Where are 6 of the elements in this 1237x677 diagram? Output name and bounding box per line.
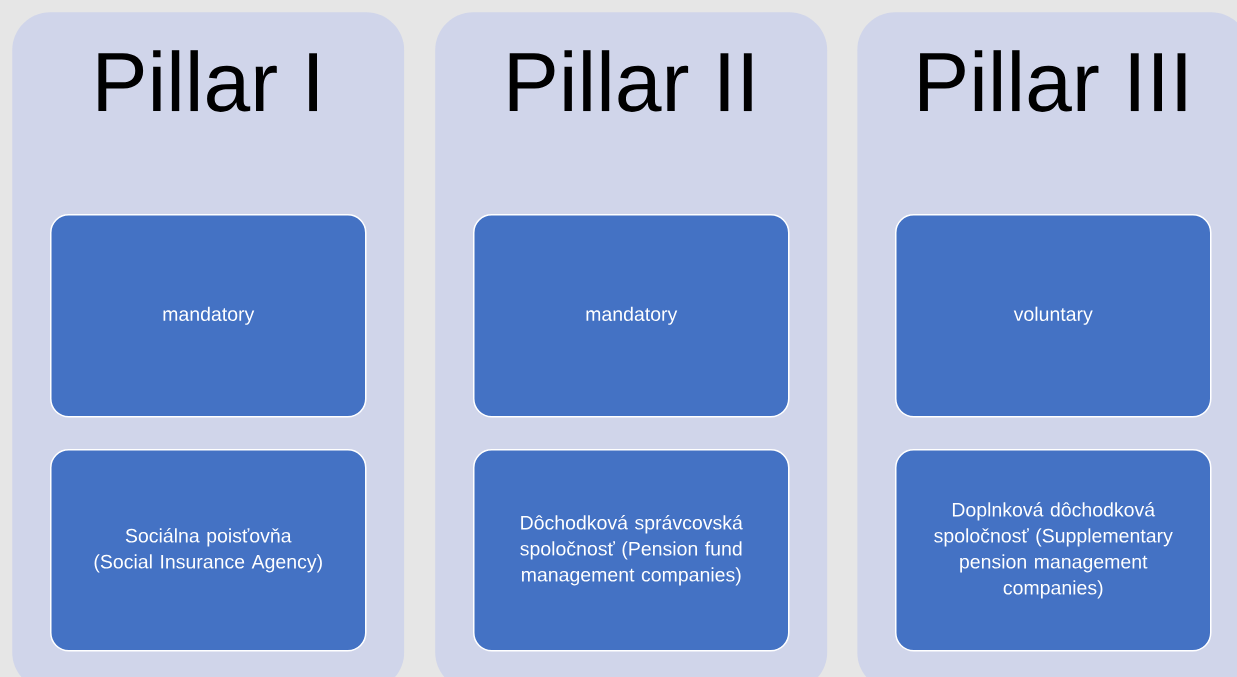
text-box: voluntary [895, 214, 1212, 418]
text-box: Sociálna poisťovňa (Social Insurance Agency) [50, 449, 367, 652]
text-box: mandatory [473, 214, 790, 418]
text-box: Dôchodková správcovská spoločnosť (Pension fund management companies) [473, 449, 790, 652]
text-box: mandatory [50, 214, 367, 418]
text-box: Doplnková dôchodková spoločnosť (Supplementary pension management companies) [895, 449, 1212, 652]
